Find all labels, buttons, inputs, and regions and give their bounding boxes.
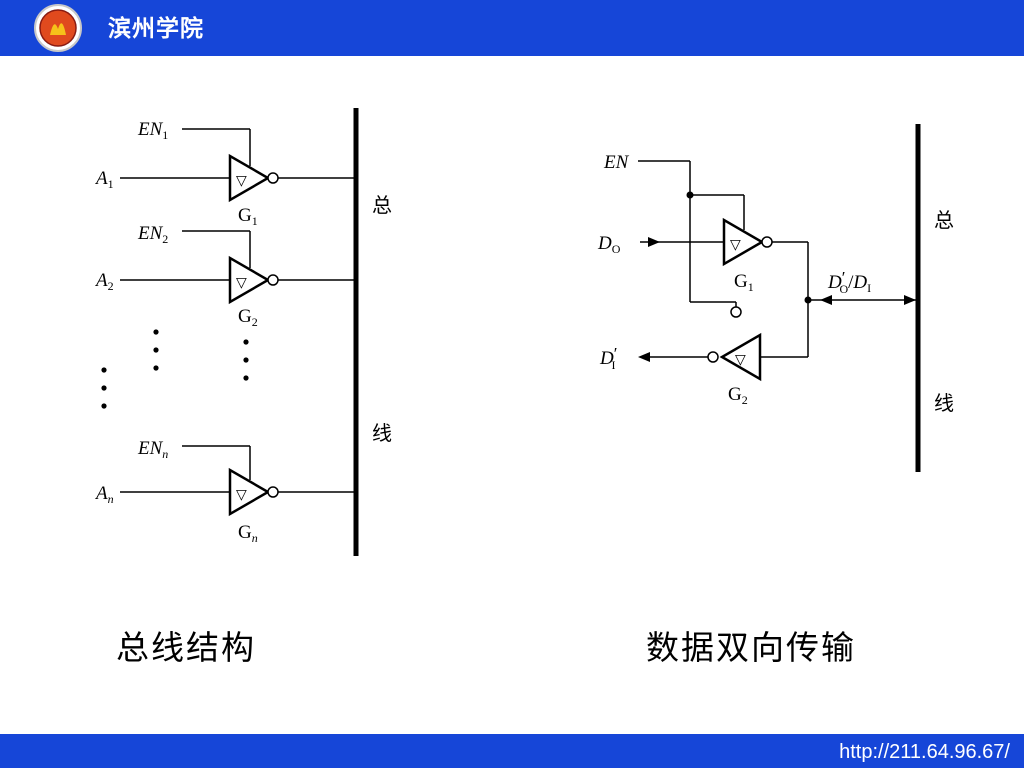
bus-signal-do-mark: ′ — [842, 268, 846, 287]
right-do-sub: O — [612, 242, 621, 256]
left-g2-sub: 2 — [252, 315, 258, 329]
left-gate-2-symbol: ▽ — [236, 276, 247, 291]
left-labels: ▽ ▽ ▽ EN1 A1 G1 EN2 A2 G2 ENn An Gn 总 线 — [94, 119, 392, 545]
left-en1-sub: 1 — [162, 128, 168, 142]
right-do-label: D — [597, 233, 612, 254]
left-an-sub: n — [108, 492, 114, 506]
left-gate-1 — [120, 128, 356, 203]
footer-bar: http://211.64.96.67/ — [0, 734, 1024, 768]
footer-url: http://211.64.96.67/ — [839, 741, 1010, 763]
left-a2-label: A — [94, 270, 108, 291]
do-input-arrow — [648, 237, 660, 247]
left-bus-structure — [120, 108, 359, 556]
svg-text:G1: G1 — [734, 271, 754, 294]
left-gate-n — [120, 445, 356, 517]
left-gn-sub: n — [252, 531, 258, 545]
right-g1-label: G — [734, 271, 748, 292]
bus-junction-dot — [804, 296, 812, 304]
svg-text:D′I: D′I — [599, 344, 617, 372]
right-bus-label-bottom: 线 — [934, 391, 954, 415]
svg-text:G2: G2 — [238, 306, 258, 329]
bus-signal-di: D — [852, 272, 867, 293]
right-gate-2-symbol: ▽ — [735, 353, 746, 368]
right-labels: ▽ ▽ EN DO D′I D′O/DI G1 G2 总 线 — [597, 152, 954, 415]
right-di-mark: ′ — [614, 344, 618, 363]
svg-text:EN1: EN1 — [137, 119, 168, 142]
left-bus-label-bottom: 线 — [372, 421, 392, 445]
right-caption: 数据双向传输 — [646, 628, 856, 667]
svg-text:ENn: ENn — [137, 438, 168, 461]
left-g1-label: G — [238, 205, 252, 226]
header-bar: 滨州学院 — [0, 0, 1024, 56]
right-en-label: EN — [603, 152, 630, 173]
left-enn-label: EN — [137, 438, 164, 459]
right-di-sub: I — [611, 358, 615, 372]
left-gate-2 — [120, 230, 356, 305]
right-g2-sub: 2 — [742, 393, 748, 407]
left-gn-label: G — [238, 522, 252, 543]
college-logo — [34, 4, 82, 52]
right-bus-label-top: 总 — [934, 208, 954, 232]
bus-signal-do: D — [827, 272, 842, 293]
bus-signal-do-sub: O — [839, 282, 848, 296]
svg-text:An: An — [94, 483, 114, 506]
left-a2-sub: 2 — [108, 279, 114, 293]
left-g1-sub: 1 — [252, 214, 258, 228]
header-title: 滨州学院 — [108, 16, 204, 42]
bus-arrow-left — [820, 295, 832, 305]
svg-text:A1: A1 — [94, 168, 114, 191]
left-a1-sub: 1 — [108, 177, 114, 191]
en-junction-dot — [686, 191, 694, 199]
svg-text:DO: DO — [597, 233, 621, 256]
right-g2-label: G — [728, 384, 742, 405]
di-output-arrow — [638, 352, 650, 362]
left-en2-label: EN — [137, 223, 164, 244]
left-bus-label-top: 总 — [372, 193, 392, 217]
right-di-label: D — [599, 348, 614, 369]
left-en2-sub: 2 — [162, 232, 168, 246]
left-en1-label: EN — [137, 119, 164, 140]
left-a1-label: A — [94, 168, 108, 189]
right-bidirectional — [638, 124, 921, 472]
left-enn-sub: n — [162, 447, 168, 461]
svg-text:G1: G1 — [238, 205, 258, 228]
right-arrows-junctions — [638, 191, 916, 362]
bus-arrow-right — [904, 295, 916, 305]
bus-signal-sep: / — [848, 272, 854, 293]
svg-text:G2: G2 — [728, 384, 748, 407]
left-gate-n-symbol: ▽ — [236, 488, 247, 503]
svg-text:D′O/DI: D′O/DI — [827, 268, 871, 296]
left-an-label: A — [94, 483, 108, 504]
bus-signal-di-sub: I — [867, 281, 871, 295]
left-ellipsis-dots — [101, 329, 249, 409]
left-caption: 总线结构 — [116, 628, 256, 667]
right-g1-sub: 1 — [748, 280, 754, 294]
right-gate-1-symbol: ▽ — [730, 238, 741, 253]
left-g2-label: G — [238, 306, 252, 327]
svg-text:Gn: Gn — [238, 522, 258, 545]
svg-text:A2: A2 — [94, 270, 114, 293]
left-gate-1-symbol: ▽ — [236, 174, 247, 189]
svg-text:EN2: EN2 — [137, 223, 168, 246]
